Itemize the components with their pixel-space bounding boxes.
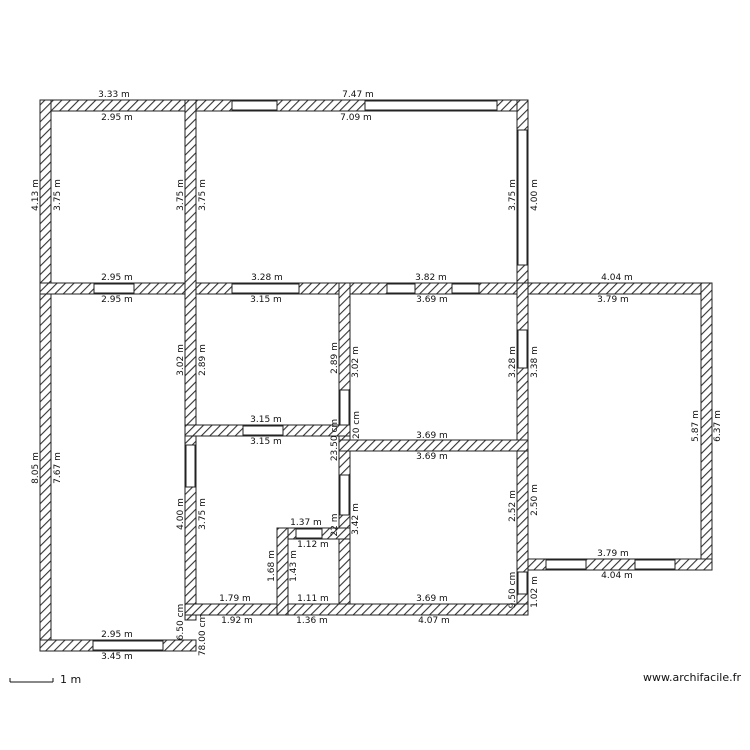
door-room2: [242, 425, 284, 436]
wall-mid-horizontal: [39, 282, 713, 295]
dim-label: 2.95 m: [101, 295, 133, 305]
dim-label: 7.09 m: [340, 113, 372, 123]
openings: [92, 100, 676, 651]
dim-label: 3.28 m: [251, 273, 283, 283]
dim-label: 1.68 m: [267, 550, 277, 582]
dim-label: 4.00 m: [176, 498, 186, 530]
door-mid-1: [231, 283, 300, 294]
dim-label: 3.42 m: [351, 503, 361, 535]
dim-label: 2.52 m: [508, 490, 518, 522]
window-far-right-1: [545, 559, 587, 570]
wall-small-left: [276, 527, 289, 616]
dim-label: 3.69 m: [416, 431, 448, 441]
door-center-1: [339, 389, 350, 426]
dim-label: 1.92 m: [221, 616, 253, 626]
dim-label: 8.05 m: [31, 452, 41, 484]
wall-room3-bottom: [338, 439, 529, 452]
window-right-upper: [517, 129, 528, 266]
scale-bar: 1 m: [9, 673, 81, 686]
dim-label: 6.37 m: [713, 410, 723, 442]
dim-label: 4.04 m: [601, 273, 633, 283]
dim-label: 3.75 m: [508, 179, 518, 211]
door-small: [295, 528, 323, 539]
dim-label: 3.79 m: [597, 549, 629, 559]
dim-label: 1.43 m: [289, 550, 299, 582]
dim-label: 1.79 m: [219, 594, 251, 604]
door-right-inner-low: [517, 571, 528, 595]
window-bottom-left: [92, 640, 164, 651]
dim-label: 6.50 cm: [176, 604, 186, 641]
dim-label: 3.69 m: [416, 594, 448, 604]
dim-label: 5.87 m: [691, 410, 701, 442]
dim-label: 3.75 m: [176, 179, 186, 211]
dim-label: 1.11 m: [297, 594, 329, 604]
window-right-inner: [517, 329, 528, 369]
dim-label: 3.45 m: [101, 652, 133, 662]
dim-label: 3.79 m: [597, 295, 629, 305]
dim-label: 3.75 m: [198, 498, 208, 530]
dim-label: 7.67 m: [53, 452, 63, 484]
dim-label: 3.15 m: [250, 295, 282, 305]
dim-label: 2.50 m: [530, 484, 540, 516]
door-mid-3: [451, 283, 480, 294]
dim-label: 2.89 m: [330, 342, 340, 374]
dim-label: 7.47 m: [342, 90, 374, 100]
dim-label: 1.12 m: [297, 540, 329, 550]
wall-left: [39, 99, 52, 652]
door-center-2: [339, 474, 350, 516]
wall-top-divider: [184, 99, 197, 621]
door-left-mid: [93, 283, 135, 294]
dim-label: 1.36 m: [296, 616, 328, 626]
dim-label: 2.89 m: [198, 344, 208, 376]
dim-label: 2.95 m: [101, 273, 133, 283]
door-left-lower: [185, 444, 196, 488]
dim-label: 3.15 m: [250, 415, 282, 425]
dim-label: 2.95 m: [101, 113, 133, 123]
dim-label: 1.02 m: [530, 576, 540, 608]
dim-label: 9.50 cm: [508, 572, 518, 609]
dim-label: 3.33 m: [98, 90, 130, 100]
dim-label: 4.04 m: [601, 571, 633, 581]
dim-label: 23.50 cm: [330, 419, 340, 461]
dimension-labels: 3.33 m 2.95 m 7.47 m 7.09 m 2.95 m 2.95 …: [31, 90, 723, 662]
door-mid-2: [386, 283, 416, 294]
dim-label: 3.69 m: [416, 295, 448, 305]
window-far-right-2: [634, 559, 676, 570]
dim-label: 4.13 m: [31, 179, 41, 211]
dim-label: 3.82 m: [415, 273, 447, 283]
dim-label: 4.07 m: [418, 616, 450, 626]
dim-label: 3.69 m: [416, 452, 448, 462]
wall-far-right: [700, 282, 713, 571]
dim-label: 78.00 cm: [198, 614, 208, 656]
wall-bottom: [184, 603, 529, 616]
window-top-2: [364, 100, 498, 111]
scale-label: 1 m: [60, 673, 81, 686]
window-top-1: [231, 100, 278, 111]
dim-label: 3.02 m: [176, 344, 186, 376]
dim-label: 3.02 m: [351, 346, 361, 378]
dim-label: 3.75 m: [198, 179, 208, 211]
walls: [39, 99, 713, 652]
dim-label: 3.28 m: [508, 346, 518, 378]
dim-label: 22 m: [330, 513, 340, 536]
dim-label: 4.00 m: [530, 179, 540, 211]
dim-label: 3.15 m: [250, 437, 282, 447]
dim-label: 2.95 m: [101, 630, 133, 640]
dim-label: 20 cm: [352, 411, 362, 439]
website-link[interactable]: www.archifacile.fr: [643, 671, 741, 684]
dim-label: 1.37 m: [290, 518, 322, 528]
dim-label: 3.75 m: [53, 179, 63, 211]
dim-label: 3.38 m: [530, 346, 540, 378]
